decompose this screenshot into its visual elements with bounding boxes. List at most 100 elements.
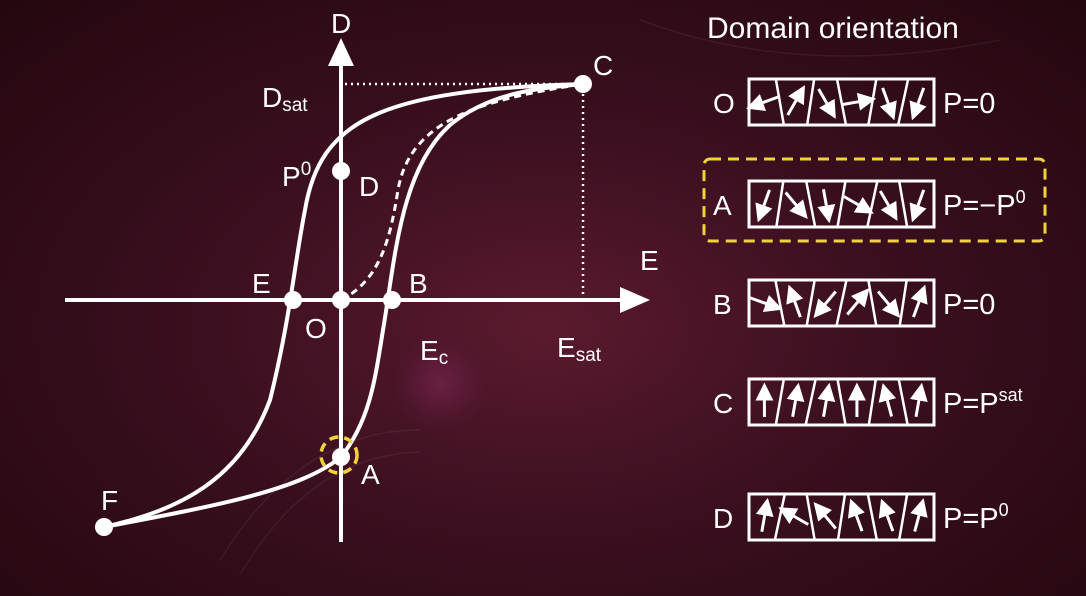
label-point-d: D — [359, 171, 379, 202]
domain-wall — [804, 180, 817, 228]
domain-wall — [774, 279, 786, 327]
point-e — [284, 291, 302, 309]
domain-wall — [897, 493, 909, 541]
domain-wall — [773, 493, 787, 541]
x-axis-arrowhead — [620, 287, 650, 313]
polarization-arrow-icon — [909, 87, 927, 121]
domain-row-c: C P=Psat — [713, 377, 1023, 427]
point-b — [383, 291, 401, 309]
row-label: A — [713, 190, 732, 221]
polarization-arrow-icon — [847, 498, 865, 532]
domain-row-a: A P=−P0 — [702, 157, 1047, 243]
highlight-box — [702, 157, 1047, 243]
label-ec: Ec — [420, 335, 448, 369]
row-label: B — [713, 289, 732, 320]
domain-wall — [866, 180, 879, 228]
domain-wall — [836, 378, 847, 426]
polarization-arrow-icon — [909, 382, 928, 418]
background-glow — [395, 338, 485, 428]
domain-wall — [898, 279, 908, 327]
domain-row-o: O P=0 — [713, 77, 995, 127]
x-axis-label: E — [640, 245, 659, 276]
polarization-arrow-icon — [786, 284, 804, 318]
domain-wall — [805, 279, 816, 327]
label-point-a: A — [361, 459, 380, 490]
label-esat: Esat — [557, 332, 602, 366]
polarization-arrow-icon — [817, 88, 836, 119]
label-dsat: Dsat — [262, 82, 308, 116]
domain-wall — [775, 180, 785, 228]
panel-title: Domain orientation — [707, 12, 959, 45]
domain-row-b: B P=0 — [713, 278, 995, 328]
domain-wall — [867, 279, 878, 327]
point-a — [332, 448, 350, 466]
point-o — [332, 291, 350, 309]
domain-wall — [896, 78, 910, 126]
domain-wall — [805, 78, 816, 126]
label-p0: P0 — [282, 159, 311, 192]
hysteresis-loop-upper — [103, 82, 584, 529]
domain-wall — [867, 78, 878, 126]
polarization-arrow-icon — [878, 190, 898, 221]
label-point-o: O — [305, 313, 327, 344]
polarization-arrow-icon — [746, 94, 780, 111]
polarization-equation: P=Psat — [943, 385, 1023, 420]
point-d — [332, 162, 350, 180]
background-arcs — [219, 19, 1001, 576]
y-axis-label: D — [331, 8, 351, 39]
domain-box — [747, 278, 936, 328]
domain-wall — [866, 493, 879, 541]
domain-box — [747, 179, 936, 229]
polarization-equation: P=0 — [943, 88, 995, 120]
row-label: D — [713, 503, 733, 534]
polarization-arrow-icon — [817, 188, 836, 224]
initial-polarization-curve — [340, 82, 584, 302]
label-point-b: B — [409, 268, 428, 299]
polarization-arrow-icon — [878, 498, 896, 532]
polarization-arrow-icon — [878, 383, 897, 417]
point-a-highlight-ring — [319, 435, 359, 475]
domain-wall — [836, 493, 847, 541]
domain-wall — [804, 378, 817, 426]
row-label: C — [713, 388, 733, 419]
domain-wall — [835, 279, 848, 327]
domain-wall — [897, 180, 909, 228]
polarization-arrow-icon — [813, 290, 837, 318]
domain-wall — [835, 78, 848, 126]
polarization-arrow-icon — [879, 87, 897, 121]
polarization-equation: P=−P0 — [943, 187, 1026, 222]
polarization-arrow-icon — [786, 382, 805, 418]
polarization-arrow-icon — [843, 195, 874, 214]
polarization-arrow-icon — [784, 191, 808, 219]
y-axis-arrowhead — [328, 38, 354, 66]
domain-wall — [774, 78, 786, 126]
polarization-arrow-icon — [910, 284, 928, 318]
domain-box — [747, 492, 936, 542]
polarization-arrow-icon — [817, 382, 836, 418]
domain-wall — [836, 180, 847, 228]
polarization-arrow-icon — [755, 189, 773, 223]
polarization-equation: P=P0 — [943, 500, 1009, 535]
label-point-e: E — [252, 268, 271, 299]
domain-wall — [805, 493, 816, 541]
polarization-arrow-icon — [841, 92, 877, 111]
domain-box — [747, 377, 936, 427]
polarization-arrow-icon — [909, 189, 927, 223]
domain-wall — [774, 378, 786, 426]
polarization-arrow-icon — [813, 502, 837, 530]
point-c — [574, 75, 592, 93]
polarization-arrow-icon — [876, 290, 901, 318]
point-f — [95, 518, 113, 536]
polarization-arrow-icon — [755, 497, 774, 533]
domain-row-d: D P=P0 — [713, 492, 1009, 542]
label-point-f: F — [101, 485, 118, 516]
polarization-arrow-icon — [846, 288, 870, 316]
curve-points — [95, 75, 592, 536]
polarization-arrow-icon — [786, 85, 805, 116]
polarization-equation: P=0 — [943, 289, 995, 321]
polarization-arrow-icon — [778, 507, 809, 526]
label-point-c: C — [593, 50, 613, 81]
row-label: O — [713, 88, 735, 119]
